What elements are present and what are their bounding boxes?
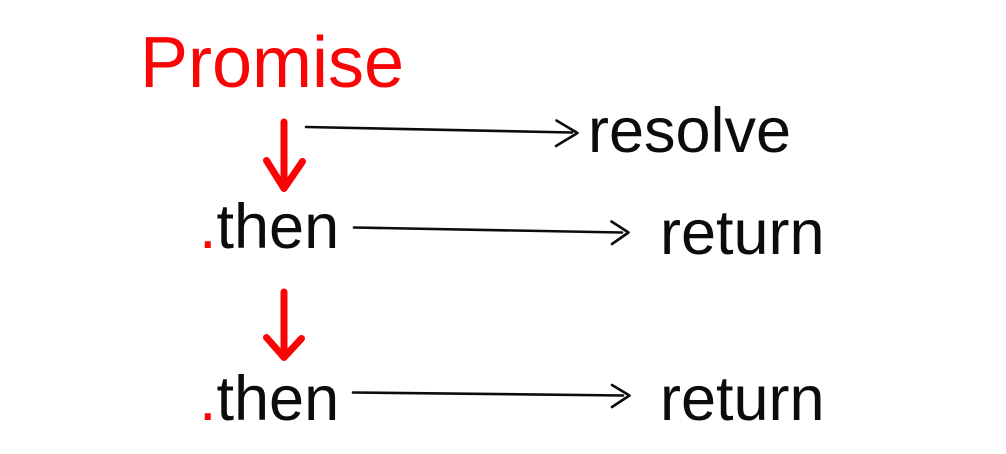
then-dot: .: [199, 192, 217, 262]
arrow-right-icon: [304, 119, 579, 148]
arrow-right-icon: [352, 220, 630, 246]
diagram-title: Promise: [140, 23, 405, 103]
then-label-1: .then: [199, 196, 339, 259]
return-label-1: return: [660, 198, 825, 268]
then-text: then: [216, 192, 340, 262]
then-text: then: [216, 364, 340, 434]
resolve-label: resolve: [588, 96, 792, 166]
arrow-down-icon: [263, 288, 305, 361]
then-dot: .: [199, 364, 217, 434]
return-label-2: return: [660, 364, 825, 434]
then-label-2: .then: [199, 368, 339, 431]
arrow-right-icon: [351, 383, 631, 409]
arrow-down-icon: [263, 118, 306, 192]
